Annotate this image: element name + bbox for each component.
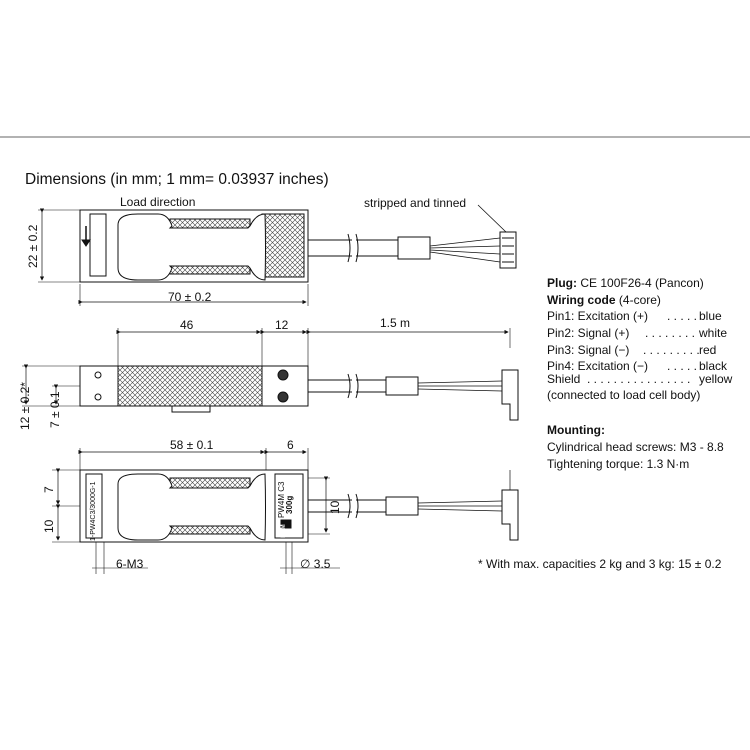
mounting-label: Mounting:	[547, 423, 605, 437]
top-view	[38, 204, 517, 306]
side-cable-sleeve	[385, 376, 419, 396]
bottom-cable-sleeve	[385, 496, 419, 516]
pin-row-4: Pin4: Excitation (−) . . . . . black	[547, 359, 727, 373]
pin-name: Pin4: Excitation (−)	[547, 359, 649, 373]
top-cable-sleeve	[397, 236, 431, 260]
dim-7-01: 7 ± 0.1	[48, 391, 62, 428]
page-title: Dimensions (in mm; 1 mm= 0.03937 inches)	[25, 171, 329, 188]
brand-logo-block	[280, 519, 292, 529]
mounting-screws: Cylindrical head screws: M3 - 8.8	[547, 440, 724, 454]
pin-color: white	[699, 326, 728, 340]
serial-text: 1-PW4C3/3000G-1	[90, 481, 97, 541]
capacity-text: 300g	[285, 495, 294, 514]
dim-1-5m: 1.5 m	[380, 316, 411, 330]
dim-7-bottom: 7	[42, 486, 56, 493]
pin-dots: . . . . . . . . .	[643, 343, 700, 357]
side-connector	[501, 369, 519, 421]
dim-10-right: 10	[328, 500, 342, 514]
dim-10-left: 10	[42, 519, 56, 533]
top-break-marks	[347, 233, 359, 263]
pin-color: black	[699, 359, 728, 373]
brand-text: HBM	[281, 524, 287, 538]
side-hatch	[117, 365, 263, 407]
pin-color: red	[699, 343, 717, 357]
pin-name: Pin1: Excitation (+)	[547, 309, 649, 323]
pin-dots: . . . . .	[667, 309, 698, 323]
pin-dots: . . . . . . . . . . . . . . . .	[587, 372, 691, 386]
side-screw-2	[277, 391, 289, 403]
pin-row-3: Pin3: Signal (−) . . . . . . . . . red	[547, 343, 716, 357]
dim-58: 58 ± 0.1	[170, 438, 214, 452]
top-left-block	[89, 213, 107, 277]
dim-12-star: 12 ± 0.2*	[18, 382, 32, 430]
top-right-hatch	[261, 213, 305, 278]
pin-dots: . . . . .	[667, 359, 698, 373]
side-hole-1	[94, 371, 102, 379]
pin-name: Shield	[547, 372, 581, 386]
wiring-label: Wiring code	[547, 293, 616, 307]
bottom-label-plate	[274, 473, 304, 539]
stripped-label: stripped and tinned	[364, 196, 467, 210]
dim-6: 6	[287, 438, 294, 452]
dim-6-m3: 6-M3	[116, 557, 144, 571]
dim-70: 70 ± 0.2	[168, 290, 212, 304]
plug-value: CE 100F26-4 (Pancon)	[580, 276, 704, 290]
top-slot-outline	[117, 213, 266, 281]
bottom-slot-outline	[117, 473, 266, 541]
pin-row-shield: Shield . . . . . . . . . . . . . . . . y…	[547, 372, 732, 386]
pin-row-2: Pin2: Signal (+) . . . . . . . . white	[547, 326, 727, 340]
plug-label: Plug:	[547, 276, 577, 290]
dim-46: 46	[180, 318, 194, 332]
wiring-line: Wiring code (4-core)	[547, 293, 661, 307]
bottom-view	[52, 448, 519, 574]
dim-12: 12	[275, 318, 289, 332]
load-direction-label: Load direction	[120, 195, 196, 209]
pin-dots: . . . . . . . .	[645, 326, 696, 340]
side-hole-2	[94, 393, 102, 401]
footnote: * With max. capacities 2 kg and 3 kg: 15…	[478, 557, 722, 571]
dim-22: 22 ± 0.2	[26, 224, 40, 268]
pin-color: yellow	[699, 372, 733, 386]
dim-dia-3-5: ∅ 3.5	[300, 557, 331, 571]
side-screw-1	[277, 369, 289, 381]
bottom-label-strip	[85, 473, 103, 539]
pin-name: Pin3: Signal (−)	[547, 343, 630, 357]
plug-line: Plug: CE 100F26-4 (Pancon)	[547, 276, 704, 290]
top-connector	[499, 231, 517, 269]
pin-name: Pin2: Signal (+)	[547, 326, 630, 340]
pin-color: blue	[699, 309, 722, 323]
wiring-value: (4-core)	[618, 293, 661, 307]
pin-row-1: Pin1: Excitation (+) . . . . . blue	[547, 309, 722, 323]
side-view	[22, 328, 519, 421]
mounting-torque: Tightening torque: 1.3 N·m	[547, 457, 690, 471]
shield-note: (connected to load cell body)	[547, 388, 701, 402]
